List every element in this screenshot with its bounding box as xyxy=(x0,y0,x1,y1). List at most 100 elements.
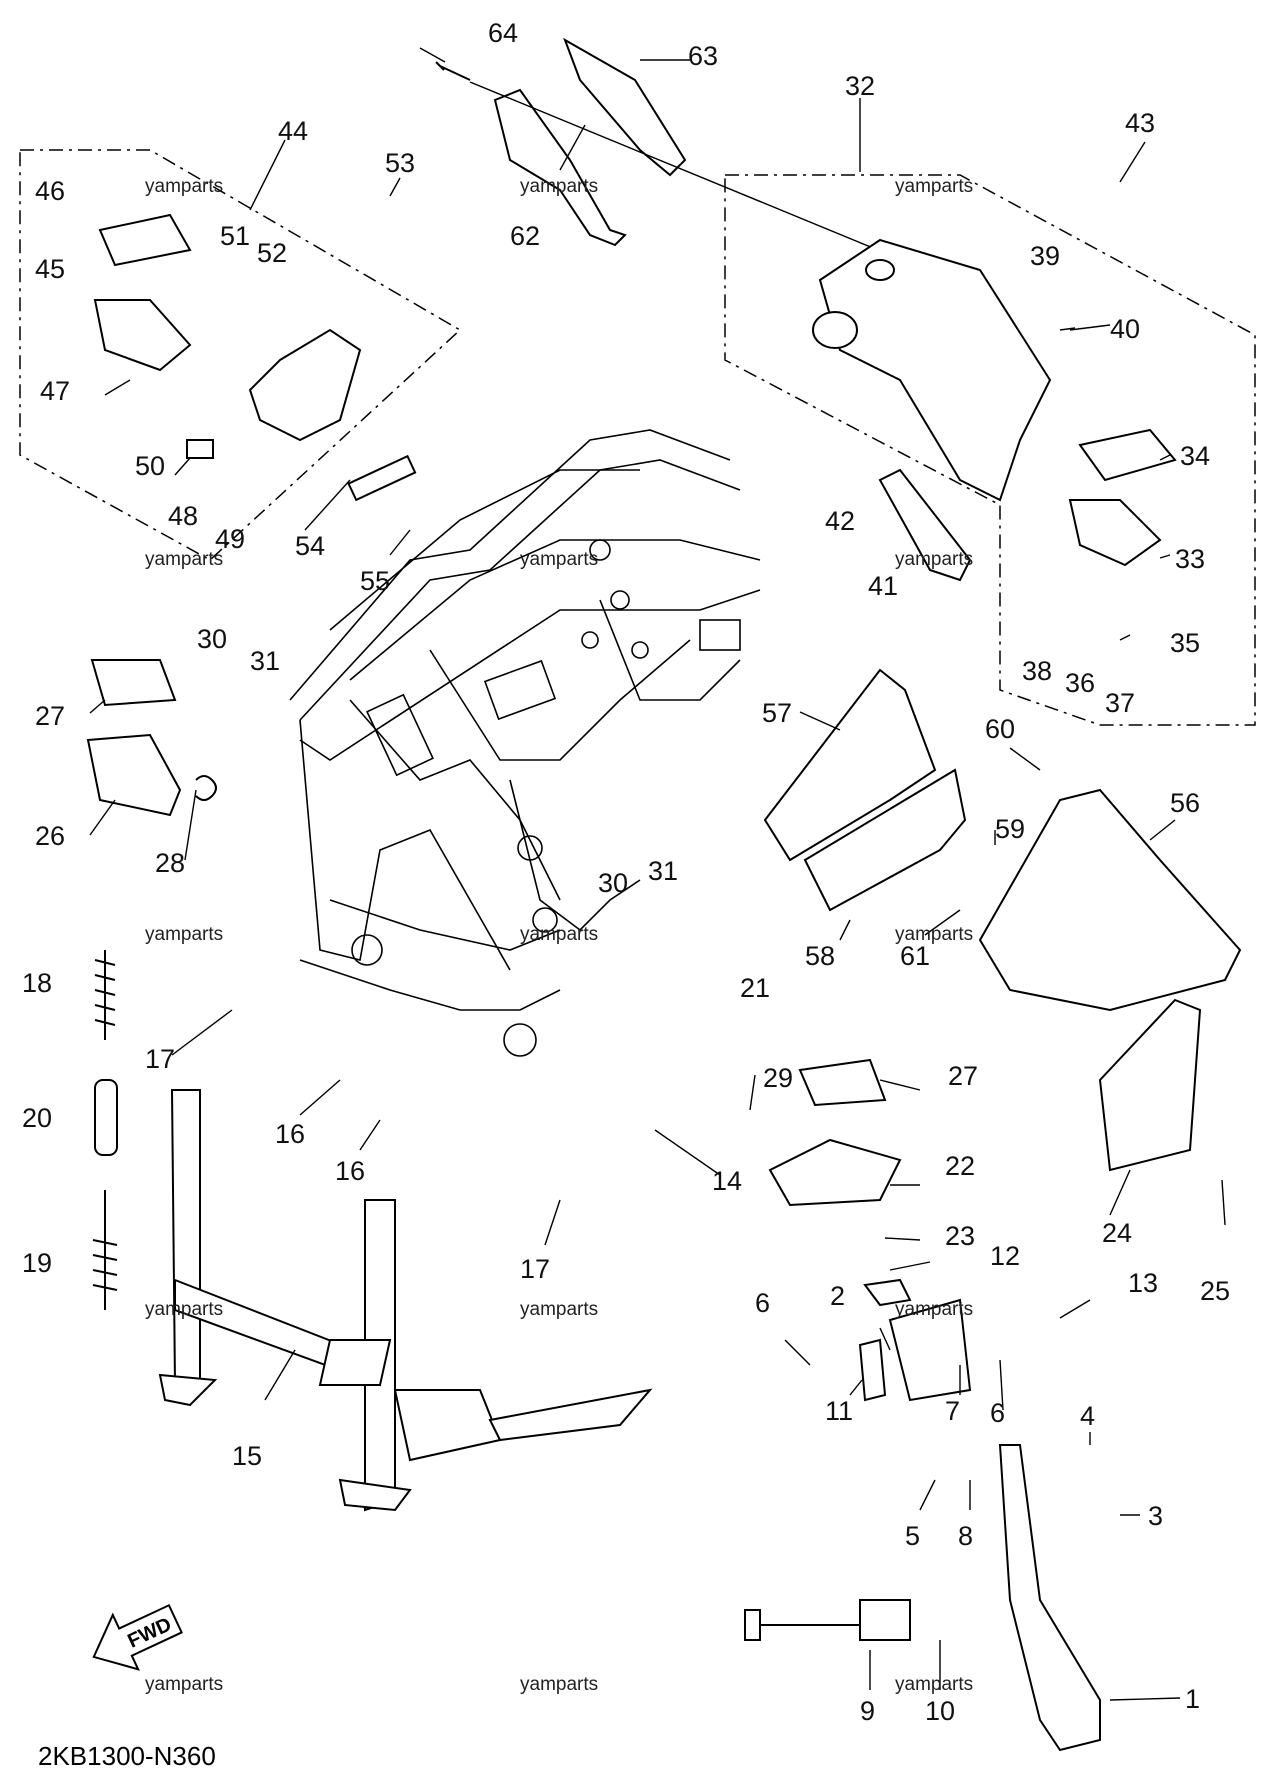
spring-19 xyxy=(92,1190,118,1310)
watermark: yamparts xyxy=(145,1674,223,1695)
callout-27b: 27 xyxy=(948,1061,978,1091)
callout-25: 25 xyxy=(1200,1276,1230,1306)
plate-50 xyxy=(186,439,214,459)
watermark: yamparts xyxy=(520,176,598,197)
plate-41 xyxy=(878,468,972,582)
bracket-2 xyxy=(858,1338,887,1402)
watermark: yamparts xyxy=(895,549,973,570)
spring-28 xyxy=(195,775,217,801)
side-stand-1 xyxy=(998,1444,1101,1752)
footrest-bracket-32 xyxy=(818,238,1052,502)
group-box-44 xyxy=(19,149,462,561)
spring-18 xyxy=(94,950,116,1040)
callout-35: 35 xyxy=(1170,628,1200,658)
callout-16b: 16 xyxy=(335,1156,365,1186)
footpeg-45 xyxy=(93,299,192,372)
diagram-code: 2KB1300-N360 xyxy=(38,1741,216,1771)
callout-11: 11 xyxy=(825,1396,853,1426)
callout-32: 32 xyxy=(845,71,875,101)
group-box-32 xyxy=(724,174,1256,726)
callout-59: 59 xyxy=(995,814,1025,844)
bolt-64 xyxy=(435,61,471,81)
callout-6b: 6 xyxy=(990,1398,1005,1428)
callout-29: 29 xyxy=(763,1063,793,1093)
heel-guard-63 xyxy=(563,37,687,177)
callout-63: 63 xyxy=(688,41,718,71)
forward-arrow-icon: FWD xyxy=(92,1603,183,1671)
callout-19: 19 xyxy=(22,1248,52,1278)
heel-plate-56 xyxy=(978,788,1242,1012)
callout-33: 33 xyxy=(1175,544,1205,574)
watermark: yamparts xyxy=(520,549,598,570)
callout-17b: 17 xyxy=(520,1254,550,1284)
callout-53: 53 xyxy=(385,148,415,178)
footpeg-33 xyxy=(1068,499,1162,567)
callout-41: 41 xyxy=(868,571,898,601)
callout-31b: 31 xyxy=(648,856,678,886)
callout-57: 57 xyxy=(762,698,792,728)
callout-62: 62 xyxy=(510,221,540,251)
callout-58: 58 xyxy=(805,941,835,971)
callout-24: 24 xyxy=(1102,1218,1132,1248)
bracket-62 xyxy=(493,88,627,247)
callout-8: 8 xyxy=(958,1521,973,1551)
callout-15: 15 xyxy=(232,1441,262,1471)
watermark: yamparts xyxy=(895,1674,973,1695)
watermark: yamparts xyxy=(520,1674,598,1695)
watermark: yamparts xyxy=(520,1299,598,1320)
callout-52: 52 xyxy=(257,238,287,268)
callout-40: 40 xyxy=(1110,314,1140,344)
watermark: yamparts xyxy=(895,176,973,197)
callout-36: 36 xyxy=(1065,668,1095,698)
watermark: yamparts xyxy=(145,1299,223,1320)
watermark: yamparts xyxy=(145,549,223,570)
callout-43: 43 xyxy=(1125,108,1155,138)
callout-51: 51 xyxy=(220,221,250,251)
callout-18: 18 xyxy=(22,968,52,998)
callout-12: 12 xyxy=(990,1241,1020,1271)
callout-2: 2 xyxy=(830,1281,845,1311)
footpeg-rubber-27-right xyxy=(798,1058,887,1107)
callout-30b: 30 xyxy=(598,868,628,898)
watermark: yamparts xyxy=(145,924,223,945)
callout-61: 61 xyxy=(900,941,930,971)
callout-30: 30 xyxy=(197,624,227,654)
callout-47: 47 xyxy=(40,376,70,406)
callout-60: 60 xyxy=(985,714,1015,744)
callout-5: 5 xyxy=(905,1521,920,1551)
callout-56: 56 xyxy=(1170,788,1200,818)
callout-28: 28 xyxy=(155,848,185,878)
callouts: 64 63 62 32 43 44 53 46 51 52 45 39 40 4… xyxy=(22,18,1230,1726)
callout-16: 16 xyxy=(275,1119,305,1149)
callout-39: 39 xyxy=(1030,241,1060,271)
watermarks: yamparts yamparts yamparts yamparts yamp… xyxy=(145,176,973,1695)
callout-7: 7 xyxy=(945,1396,960,1426)
callout-22: 22 xyxy=(945,1151,975,1181)
callout-1: 1 xyxy=(1185,1684,1200,1714)
callout-17: 17 xyxy=(145,1044,175,1074)
cover-57 xyxy=(763,668,937,862)
footpeg-26 xyxy=(86,733,182,817)
cover-58 xyxy=(803,768,967,912)
callout-6: 6 xyxy=(755,1288,770,1318)
center-stand-15 xyxy=(158,1089,653,1512)
callout-27: 27 xyxy=(35,701,65,731)
footpeg-rubber-34 xyxy=(1078,428,1177,482)
callout-38: 38 xyxy=(1022,656,1052,686)
footpeg-rubber-46 xyxy=(98,213,192,267)
callout-45: 45 xyxy=(35,254,65,284)
guard-24 xyxy=(1098,998,1202,1172)
footpeg-rubber-27 xyxy=(90,659,177,707)
watermark: yamparts xyxy=(145,176,223,197)
motorcycle-frame xyxy=(289,429,761,1057)
bracket-12 xyxy=(863,1278,912,1307)
callout-48: 48 xyxy=(168,501,198,531)
callout-3: 3 xyxy=(1148,1501,1163,1531)
callout-9: 9 xyxy=(860,1696,875,1726)
callout-20: 20 xyxy=(22,1103,52,1133)
callout-44: 44 xyxy=(278,116,308,146)
callout-37: 37 xyxy=(1105,688,1135,718)
callout-31: 31 xyxy=(250,646,280,676)
callout-42: 42 xyxy=(825,506,855,536)
callout-4: 4 xyxy=(1080,1401,1095,1431)
